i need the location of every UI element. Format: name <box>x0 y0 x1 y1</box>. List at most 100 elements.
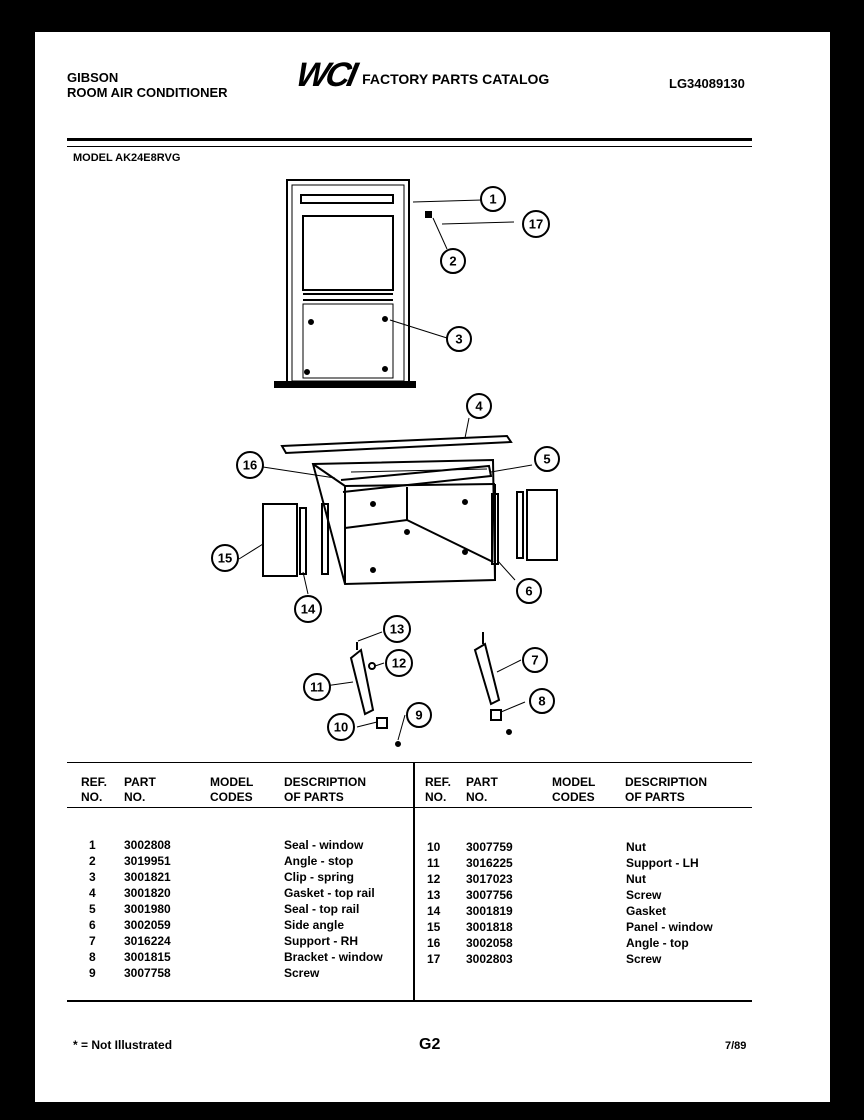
callout-9: 9 <box>406 702 432 728</box>
right-desc-column: Nut Support - LH Nut Screw Gasket Panel … <box>626 839 713 967</box>
table-cell: 3 <box>89 870 96 884</box>
table-cell: 6 <box>89 918 96 932</box>
svg-text:2: 2 <box>449 254 456 269</box>
callout-7: 7 <box>522 647 548 673</box>
svg-text:7: 7 <box>531 653 538 668</box>
callout-8: 8 <box>529 688 555 714</box>
catalog-page: GIBSON ROOM AIR CONDITIONER WCI FACTORY … <box>35 32 830 1102</box>
table-cell: 3017023 <box>466 872 513 886</box>
svg-text:14: 14 <box>301 602 316 617</box>
left-support-drawing <box>349 642 401 747</box>
table-cell: 3007756 <box>466 888 513 902</box>
callout-16: 16 <box>236 451 264 479</box>
callout-2: 2 <box>440 248 466 274</box>
table-cell: 3001818 <box>466 920 513 934</box>
table-cell: 2 <box>89 854 96 868</box>
callout-14: 14 <box>294 595 322 623</box>
left-part-column: 3002808 3019951 3001821 3001820 3001980 … <box>124 837 171 981</box>
callout-5: 5 <box>534 446 560 472</box>
table-cell: Gasket - top rail <box>284 886 375 900</box>
right-ref-column: 10 11 12 13 14 15 16 17 <box>427 839 440 967</box>
svg-text:1: 1 <box>489 192 496 207</box>
table-cell: Clip - spring <box>284 870 354 884</box>
table-cell: 3001815 <box>124 950 171 964</box>
table-cell: 3019951 <box>124 854 171 868</box>
side-angle-right-drawing <box>491 493 499 565</box>
table-cell: 14 <box>427 904 441 918</box>
table-cell: Seal - top rail <box>284 902 360 916</box>
table-cell: Nut <box>626 840 646 854</box>
table-cell: Screw <box>626 888 662 902</box>
callout-3: 3 <box>446 326 472 352</box>
svg-text:9: 9 <box>415 708 422 723</box>
table-cell: Seal - window <box>284 838 364 852</box>
table-cell: 12 <box>427 872 441 886</box>
svg-text:12: 12 <box>392 656 406 671</box>
table-cell: 17 <box>427 952 441 966</box>
table-cell: 9 <box>89 966 96 980</box>
svg-text:16: 16 <box>243 458 257 473</box>
gasket-right-drawing <box>516 491 524 559</box>
table-cell: Screw <box>284 966 320 980</box>
header-rule-thick <box>67 138 752 141</box>
page-number: G2 <box>419 1036 441 1053</box>
svg-text:8: 8 <box>538 694 545 709</box>
table-top-rule <box>67 762 752 763</box>
product-name: ROOM AIR CONDITIONER <box>67 85 228 100</box>
brand-name: GIBSON <box>67 70 119 85</box>
header-catalog-block: WCI FACTORY PARTS CATALOG <box>293 56 549 94</box>
table-cell: 3001980 <box>124 902 171 916</box>
table-header-rule <box>67 807 752 808</box>
table-cell: 3002058 <box>466 936 513 950</box>
table-cell: 16 <box>427 936 441 950</box>
table-cell: Panel - window <box>626 920 713 934</box>
svg-text:13: 13 <box>390 622 404 637</box>
callout-bubbles: 1 17 2 3 4 16 5 15 6 14 13 12 11 10 9 7 … <box>211 186 560 741</box>
svg-text:15: 15 <box>218 551 232 566</box>
callout-17: 17 <box>522 210 550 238</box>
table-cell: Gasket <box>626 904 667 918</box>
callout-15: 15 <box>211 544 239 572</box>
table-cell: 7 <box>89 934 96 948</box>
left-ref-column: 1 2 3 4 5 6 7 8 9 <box>89 837 96 981</box>
table-cell: 13 <box>427 888 441 902</box>
left-desc-column: Seal - window Angle - stop Clip - spring… <box>284 837 383 981</box>
top-rail-gasket-drawing <box>280 434 513 455</box>
catalog-number: LG34089130 <box>669 76 745 91</box>
leader-lines <box>238 199 533 741</box>
table-cell: Bracket - window <box>284 950 383 964</box>
callout-4: 4 <box>466 393 492 419</box>
table-cell: Support - RH <box>284 934 358 948</box>
table-cell: 3001820 <box>124 886 171 900</box>
table-cell: 1 <box>89 838 96 852</box>
window-panel-right-drawing <box>526 489 558 561</box>
window-panel-drawing <box>274 179 432 388</box>
table-cell: Nut <box>626 872 646 886</box>
window-panel-left-drawing <box>262 503 298 577</box>
table-cell: 3016225 <box>466 856 513 870</box>
not-illustrated-note: * = Not Illustrated <box>73 1038 173 1052</box>
header-brand-block: GIBSON ROOM AIR CONDITIONER <box>67 70 228 100</box>
revision-date: 7/89 <box>725 1040 747 1052</box>
table-cell: Support - LH <box>626 856 699 870</box>
table-cell: 11 <box>427 856 440 870</box>
callout-11: 11 <box>303 673 331 701</box>
cabinet-sleeve-drawing <box>311 458 497 586</box>
header-ref-left: REF.NO. <box>81 775 108 804</box>
header-rule-thin <box>67 146 752 147</box>
table-cell: Angle - stop <box>284 854 354 868</box>
table-cell: 15 <box>427 920 441 934</box>
svg-text:3: 3 <box>455 332 462 347</box>
callout-12: 12 <box>385 649 413 677</box>
callout-6: 6 <box>516 578 542 604</box>
table-cell: 4 <box>89 886 96 900</box>
svg-text:6: 6 <box>525 584 532 599</box>
table-cell: 3002808 <box>124 838 171 852</box>
table-bottom-rule <box>67 1000 752 1002</box>
table-cell: 3016224 <box>124 934 171 948</box>
table-column-divider <box>413 762 415 1002</box>
